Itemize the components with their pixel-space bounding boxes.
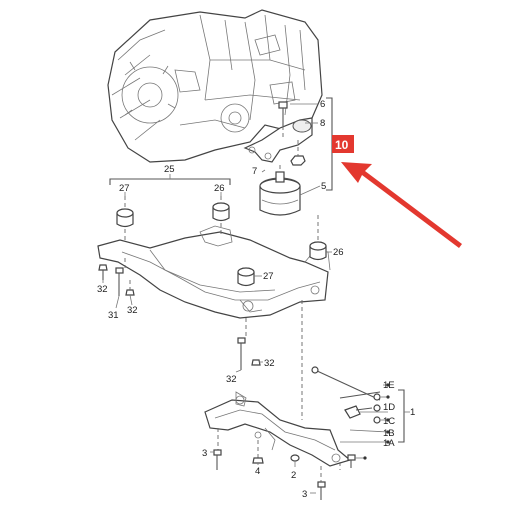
bracket-bolt-6 <box>278 101 288 140</box>
part-label-27-left: 27 <box>119 183 130 194</box>
bolt-right-lower <box>347 454 356 468</box>
bolt-3-bottom <box>317 466 326 500</box>
part-label-6: 6 <box>320 99 325 110</box>
group-bracket-right <box>326 97 333 191</box>
group-bracket-1 <box>398 389 405 443</box>
bolt-32-lower-right <box>251 359 261 366</box>
part-label-2: 2 <box>291 470 296 481</box>
part-label-31: 31 <box>108 310 119 321</box>
bushing-26-right <box>309 215 327 261</box>
nut-4 <box>252 457 264 464</box>
part-label-5: 5 <box>321 181 326 192</box>
bushing-26-left <box>212 196 230 236</box>
part-label-1C: 1C <box>383 416 395 427</box>
part-label-1A: 1A <box>383 438 395 449</box>
part-label-32-lower-left: 32 <box>226 374 237 385</box>
part-label-32-mid: 32 <box>127 305 138 316</box>
part-label-27-center: 27 <box>263 271 274 282</box>
bolt-3-left <box>213 449 222 470</box>
tie-rod <box>301 300 381 424</box>
part-label-4: 4 <box>255 466 260 477</box>
part-label-32-left: 32 <box>97 284 108 295</box>
part-label-26-right: 26 <box>333 247 344 258</box>
part-label-1B: 1B <box>383 428 395 439</box>
gearbox-mount-5 <box>259 165 321 216</box>
callout-arrow <box>341 162 462 248</box>
bolt-32-lower-left <box>237 318 247 370</box>
part-label-3-bottom: 3 <box>302 489 307 500</box>
lower-crossbrace <box>204 391 352 467</box>
callout-marker: 10 <box>332 135 354 153</box>
part-label-26-left: 26 <box>214 183 225 194</box>
part-label-7: 7 <box>252 166 257 177</box>
subframe-crossmember <box>97 225 331 319</box>
bolt-32-mid <box>125 280 135 296</box>
washer-2 <box>290 454 300 462</box>
part-label-1: 1 <box>410 407 415 418</box>
bushing-27-center <box>237 267 255 287</box>
part-label-3-left: 3 <box>202 448 207 459</box>
part-label-1D: 1D <box>383 402 395 413</box>
bushing-27-left <box>116 196 134 242</box>
bolt-32-left <box>98 264 108 280</box>
part-label-25: 25 <box>164 164 175 175</box>
part-label-32-lower-right: 32 <box>264 358 275 369</box>
bolt-31 <box>115 258 126 296</box>
callout-label: 10 <box>335 138 349 152</box>
nut-7 <box>290 140 306 166</box>
part-label-8: 8 <box>320 118 325 129</box>
